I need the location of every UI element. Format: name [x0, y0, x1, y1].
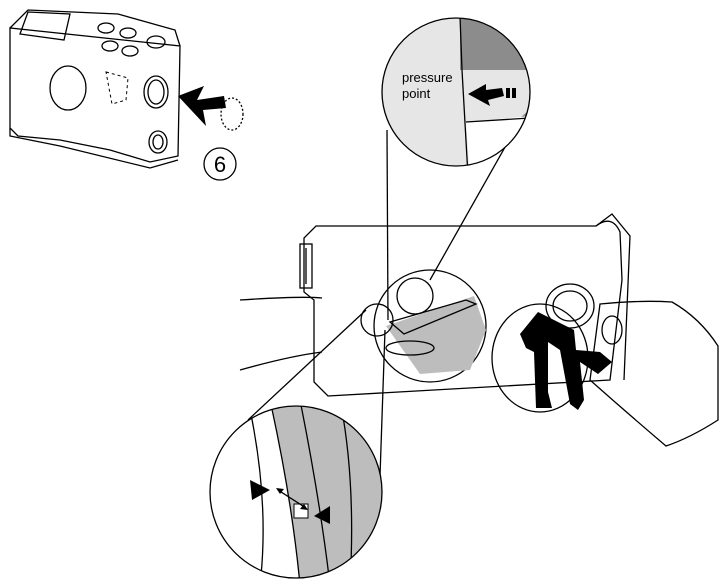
step-number: 6 [214, 152, 226, 177]
pressure-point-detail: pressure point [380, 16, 540, 320]
gap-detail [210, 310, 390, 585]
insert-arrow-icon [178, 86, 226, 126]
callout-line1: pressure [402, 70, 453, 85]
overview-device [10, 10, 243, 168]
callout-line2: point [402, 86, 431, 101]
step-marker: 6 [204, 148, 236, 180]
